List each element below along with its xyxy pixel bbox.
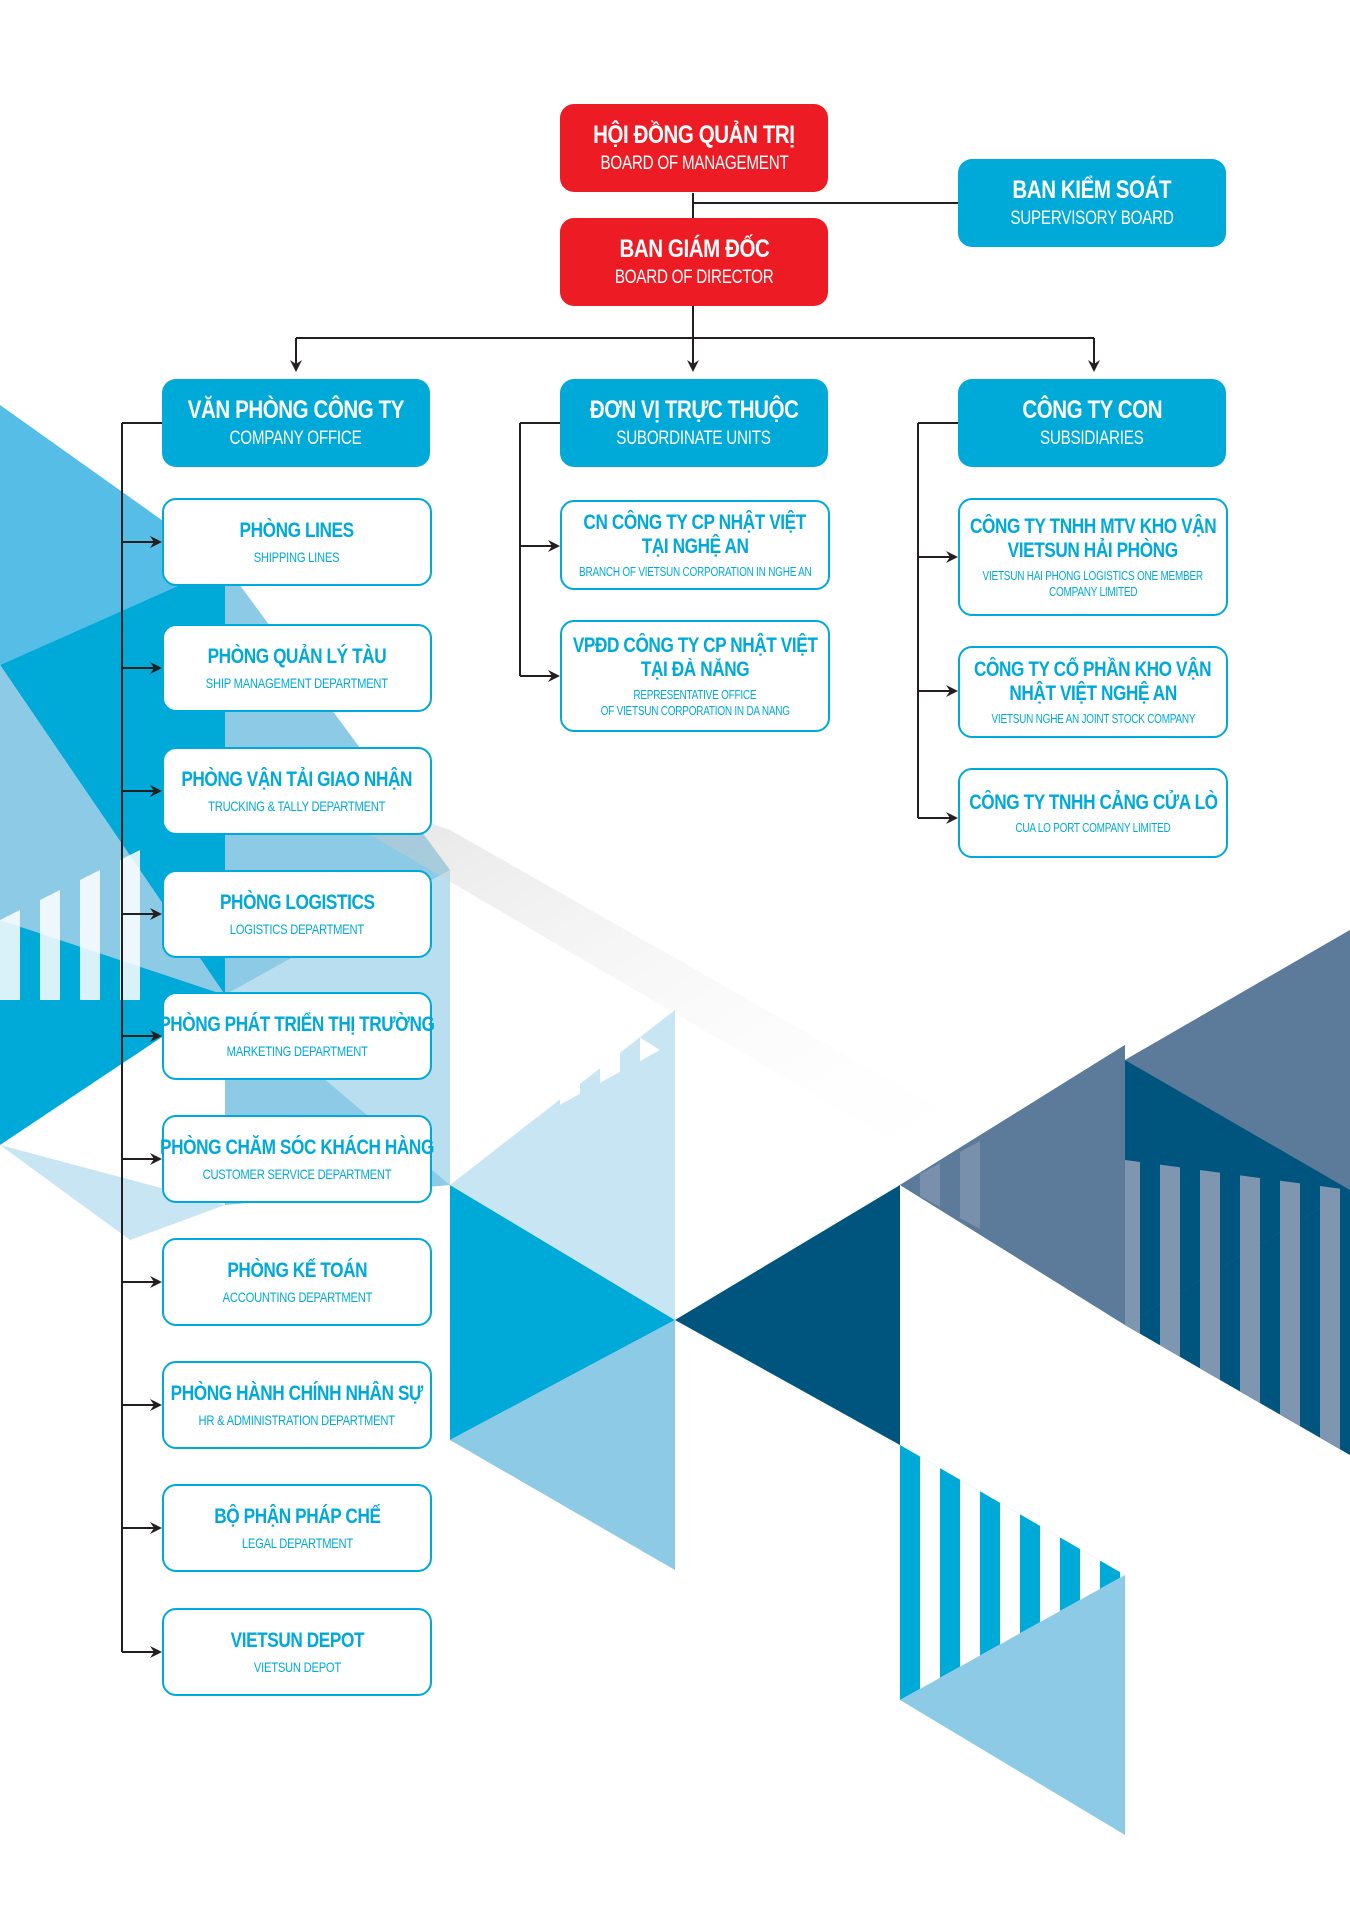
supervisory-board-vn: BAN KIỂM SOÁT <box>1012 175 1172 204</box>
bg-stripes <box>900 1445 1125 1700</box>
department-en: SHIP MANAGEMENT DEPARTMENT <box>205 675 389 692</box>
board-of-management-box: HỘI ĐỒNG QUẢN TRỊ BOARD OF MANAGEMENT <box>560 104 828 192</box>
department-en: LEGAL DEPARTMENT <box>241 1535 353 1552</box>
department-en: TRUCKING & TALLY DEPARTMENT <box>208 798 386 815</box>
bg-stripes <box>450 1320 675 1570</box>
bg-triangle <box>0 405 225 665</box>
bg-triangle <box>1125 930 1350 1190</box>
bg-stripes <box>450 920 660 1165</box>
bg-triangle <box>900 1575 1125 1835</box>
department-en: VIETSUN DEPOT <box>253 1659 341 1676</box>
department-vn: PHÒNG LOGISTICS <box>219 890 375 914</box>
department-vn: PHÒNG HÀNH CHÍNH NHÂN SỰ <box>170 1381 424 1405</box>
subsidiary-box: CÔNG TY TNHH MTV KHO VẬN VIETSUN HẢI PHÒ… <box>958 498 1228 616</box>
subordinate-unit-vn: CN CÔNG TY CP NHẬT VIỆT <box>583 510 807 534</box>
department-en: HR & ADMINISTRATION DEPARTMENT <box>198 1412 396 1429</box>
bg-triangle <box>450 1010 675 1320</box>
department-en: ACCOUNTING DEPARTMENT <box>222 1289 372 1306</box>
subsidiary-en: VIETSUN HAI PHONG LOGISTICS ONE MEMBER <box>982 569 1204 584</box>
board-of-director-box: BAN GIÁM ĐỐC BOARD OF DIRECTOR <box>560 218 828 306</box>
board-of-management-en: BOARD OF MANAGEMENT <box>599 153 788 175</box>
department-box: PHÒNG KẾ TOÁN ACCOUNTING DEPARTMENT <box>162 1238 432 1326</box>
department-box: PHÒNG QUẢN LÝ TÀU SHIP MANAGEMENT DEPART… <box>162 624 432 712</box>
board-of-director-vn: BAN GIÁM ĐỐC <box>619 234 769 263</box>
department-en: LOGISTICS DEPARTMENT <box>229 921 365 938</box>
bg-triangle <box>450 1185 675 1440</box>
supervisory-board-en: SUPERVISORY BOARD <box>1010 208 1174 230</box>
supervisory-board-box: BAN KIỂM SOÁT SUPERVISORY BOARD <box>958 159 1226 247</box>
department-en: SHIPPING LINES <box>254 549 340 566</box>
department-box: PHÒNG LINES SHIPPING LINES <box>162 498 432 586</box>
department-vn: PHÒNG CHĂM SÓC KHÁCH HÀNG <box>160 1135 434 1159</box>
subsidiary-box: CÔNG TY CỔ PHẦN KHO VẬN NHẬT VIỆT NGHỆ A… <box>958 646 1228 738</box>
bg-stripes <box>0 840 160 1000</box>
subordinate-units-vn: ĐƠN VỊ TRỰC THUỘC <box>589 395 799 424</box>
bg-stripes <box>1125 1160 1350 1455</box>
subordinate-unit-en: OF VIETSUN CORPORATION IN DA NANG <box>600 703 790 718</box>
subsidiary-vn: CÔNG TY TNHH CẢNG CỬA LÒ <box>968 790 1218 814</box>
bg-shadow <box>225 750 960 1180</box>
department-box: PHÒNG LOGISTICS LOGISTICS DEPARTMENT <box>162 870 432 958</box>
department-box: VIETSUN DEPOT VIETSUN DEPOT <box>162 1608 432 1696</box>
subordinate-unit-vn: TẠI ĐÀ NẴNG <box>640 658 750 682</box>
subsidiary-vn: CÔNG TY TNHH MTV KHO VẬN <box>969 514 1217 538</box>
subsidiary-vn: VIETSUN HẢI PHÒNG <box>1007 539 1179 563</box>
subsidiary-vn: NHẬT VIỆT NGHỆ AN <box>1009 681 1177 705</box>
bg-triangle <box>0 1145 225 1240</box>
department-vn: VIETSUN DEPOT <box>230 1628 364 1652</box>
board-of-management-vn: HỘI ĐỒNG QUẢN TRỊ <box>593 120 795 149</box>
subordinate-unit-box: VPĐD CÔNG TY CP NHẬT VIỆT TẠI ĐÀ NẴNG RE… <box>560 620 830 732</box>
company-office-en: COMPANY OFFICE <box>229 428 363 450</box>
subordinate-unit-vn: TẠI NGHỆ AN <box>641 534 749 558</box>
subsidiary-en: COMPANY LIMITED <box>1048 584 1138 599</box>
subordinate-units-en: SUBORDINATE UNITS <box>616 428 772 450</box>
subordinate-unit-box: CN CÔNG TY CP NHẬT VIỆT TẠI NGHỆ AN BRAN… <box>560 500 830 590</box>
subsidiary-vn: CÔNG TY CỔ PHẦN KHO VẬN <box>974 657 1212 681</box>
department-box: BỘ PHẬN PHÁP CHẾ LEGAL DEPARTMENT <box>162 1484 432 1572</box>
department-vn: PHÒNG VẬN TẢI GIAO NHẬN <box>181 767 413 791</box>
department-vn: PHÒNG PHÁT TRIỂN THỊ TRƯỜNG <box>159 1012 435 1036</box>
department-box: PHÒNG VẬN TẢI GIAO NHẬN TRUCKING & TALLY… <box>162 747 432 835</box>
department-vn: PHÒNG LINES <box>239 518 355 542</box>
department-vn: PHÒNG KẾ TOÁN <box>227 1258 367 1282</box>
subordinate-unit-en: BRANCH OF VIETSUN CORPORATION IN NGHE AN <box>578 564 812 579</box>
department-box: PHÒNG PHÁT TRIỂN THỊ TRƯỜNG MARKETING DE… <box>159 992 435 1080</box>
department-box: PHÒNG HÀNH CHÍNH NHÂN SỰ HR & ADMINISTRA… <box>162 1361 432 1449</box>
subsidiaries-box: CÔNG TY CON SUBSIDIARIES <box>958 379 1226 467</box>
company-office-vn: VĂN PHÒNG CÔNG TY <box>187 395 405 424</box>
department-vn: BỘ PHẬN PHÁP CHẾ <box>213 1504 381 1528</box>
subordinate-units-box: ĐƠN VỊ TRỰC THUỘC SUBORDINATE UNITS <box>560 379 828 467</box>
bg-triangle <box>675 1185 900 1445</box>
subordinate-unit-en: REPRESENTATIVE OFFICE <box>633 688 757 703</box>
subordinate-unit-vn: VPĐD CÔNG TY CP NHẬT VIỆT <box>572 633 818 657</box>
department-en: CUSTOMER SERVICE DEPARTMENT <box>202 1166 392 1183</box>
subsidiary-en: VIETSUN NGHE AN JOINT STOCK COMPANY <box>991 711 1195 726</box>
bg-triangle <box>900 1185 1125 1445</box>
subsidiary-box: CÔNG TY TNHH CẢNG CỬA LÒ CUA LO PORT COM… <box>958 768 1228 858</box>
subsidiaries-en: SUBSIDIARIES <box>1040 428 1144 450</box>
company-office-box: VĂN PHÒNG CÔNG TY COMPANY OFFICE <box>162 379 430 467</box>
department-vn: PHÒNG QUẢN LÝ TÀU <box>207 644 387 668</box>
subsidiary-en: CUA LO PORT COMPANY LIMITED <box>1015 820 1171 835</box>
department-box: PHÒNG CHĂM SÓC KHÁCH HÀNG CUSTOMER SERVI… <box>160 1115 434 1203</box>
bg-stripes <box>900 1130 1000 1240</box>
subsidiaries-vn: CÔNG TY CON <box>1022 395 1162 424</box>
board-of-director-en: BOARD OF DIRECTOR <box>614 267 774 289</box>
department-en: MARKETING DEPARTMENT <box>226 1043 368 1060</box>
